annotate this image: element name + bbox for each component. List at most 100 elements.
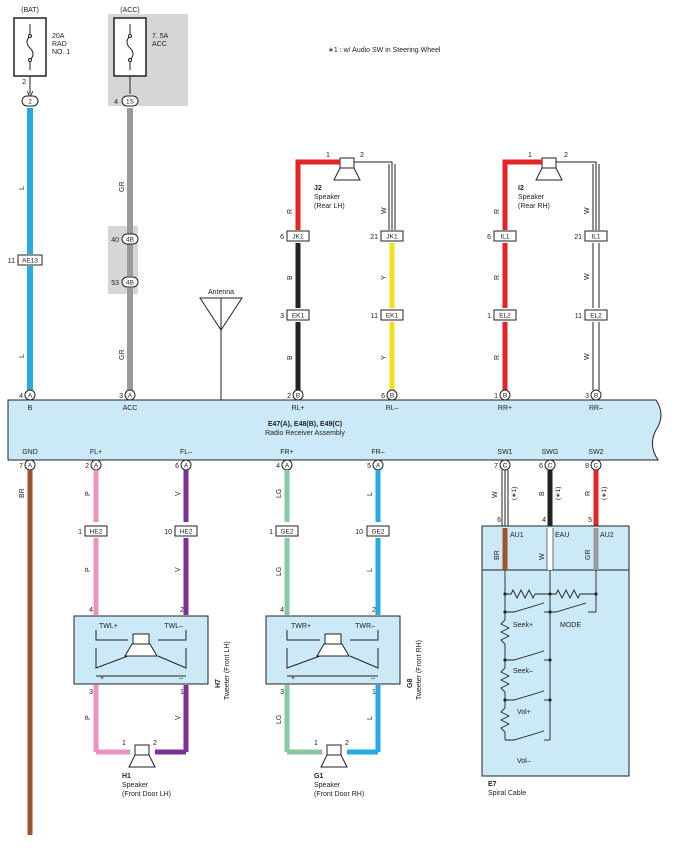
connector-jk1-right: JK1 21 — [370, 230, 404, 242]
pin-conn: C — [503, 463, 508, 470]
svg-text:P: P — [85, 491, 92, 496]
svg-text:LG: LG — [276, 489, 283, 498]
svg-text:Antenna: Antenna — [208, 289, 234, 296]
connector-ek1-left: EK1 3 — [280, 309, 310, 321]
switch-ladder — [499, 570, 597, 741]
svg-text:AU2: AU2 — [600, 532, 614, 539]
svg-text:(Front Door LH): (Front Door LH) — [122, 791, 171, 798]
radio-pin-top: A4B — [19, 389, 36, 412]
svg-text:EL2: EL2 — [499, 313, 511, 320]
fuse-acc-rating: 7. 5A — [152, 33, 169, 40]
svg-text:GR: GR — [119, 350, 126, 361]
svg-text:W: W — [584, 207, 591, 214]
pin-label: RL– — [386, 405, 399, 412]
connector-ge2-left: GE2 1 — [269, 525, 299, 537]
switch-vol-minus: Vol– — [517, 758, 531, 765]
pin-number: 6 — [539, 463, 543, 470]
pin-label: 2 — [22, 79, 26, 86]
pin-label: B — [28, 405, 33, 412]
svg-text:L: L — [367, 716, 374, 720]
connector-he2-right: HE2 10 — [164, 525, 198, 537]
svg-text:1: 1 — [528, 152, 532, 159]
svg-text:GE2: GE2 — [371, 529, 384, 536]
pin-label: RR– — [589, 405, 603, 412]
svg-text:(Rear RH): (Rear RH) — [518, 203, 550, 210]
fuse-bat-name2: NO. 1 — [52, 49, 70, 56]
svg-text:4: 4 — [114, 99, 118, 106]
tweeter-h7-id: H7 — [215, 679, 222, 688]
svg-text:EK1: EK1 — [386, 313, 399, 320]
speaker-h1-icon — [128, 744, 156, 768]
svg-text:Speaker: Speaker — [314, 782, 341, 789]
svg-text:W: W — [584, 273, 591, 280]
svg-text:3: 3 — [89, 689, 93, 696]
svg-text:W: W — [539, 553, 546, 560]
svg-text:3: 3 — [280, 689, 284, 696]
pin-label: FL– — [180, 449, 192, 456]
svg-text:(∗1): (∗1) — [601, 487, 608, 500]
connector-2: 2 — [21, 95, 39, 107]
svg-text:1: 1 — [314, 740, 318, 747]
svg-text:TWL+: TWL+ — [99, 623, 118, 630]
pin-number: 2 — [85, 463, 89, 470]
pin-number: 1 — [494, 393, 498, 400]
pin-label: RR+ — [498, 405, 512, 412]
spiral-id: E7 — [488, 781, 497, 788]
svg-text:(Rear LH): (Rear LH) — [314, 203, 345, 210]
svg-text:53: 53 — [111, 280, 119, 287]
pin-label: GND — [22, 449, 38, 456]
switch-seek-minus: Seek– — [513, 668, 533, 675]
svg-text:Y: Y — [381, 355, 388, 360]
svg-text:–: – — [371, 675, 375, 682]
svg-text:V: V — [175, 715, 182, 720]
connector-jk1-left: JK1 6 — [280, 230, 310, 242]
pin-label: RL+ — [291, 405, 304, 412]
svg-text:–: – — [179, 675, 183, 682]
pin-conn: A — [184, 463, 189, 470]
spiral-cable-e7: 6 4 5 AU1 EAU AU2 BR W GR — [481, 517, 630, 797]
svg-text:(∗1): (∗1) — [555, 487, 562, 500]
svg-text:21: 21 — [574, 234, 582, 241]
spiral-name: Spiral Cable — [488, 790, 526, 797]
radio-subtitle: Radio Receiver Assembly — [265, 430, 345, 437]
svg-text:4B: 4B — [126, 237, 134, 244]
pin-conn: A — [28, 463, 33, 470]
svg-text:2: 2 — [153, 740, 157, 747]
pin-label: ACC — [123, 405, 138, 412]
svg-text:10: 10 — [355, 529, 363, 536]
svg-text:TWL–: TWL– — [164, 623, 183, 630]
svg-text:W: W — [381, 207, 388, 214]
pin-conn: B — [594, 393, 598, 400]
switch-vol-plus: Vol+ — [517, 709, 531, 716]
pin-number: 3 — [119, 393, 123, 400]
svg-text:EK1: EK1 — [292, 313, 305, 320]
svg-text:1: 1 — [269, 529, 273, 536]
fuse-acc-name1: ACC — [152, 41, 167, 48]
svg-text:4: 4 — [542, 517, 546, 524]
pin-number: 6 — [381, 393, 385, 400]
svg-text:HE2: HE2 — [180, 529, 193, 536]
connector-1s: 1S — [121, 95, 139, 107]
speaker-j2-icon — [333, 157, 361, 181]
svg-text:JK1: JK1 — [292, 234, 304, 241]
svg-text:2: 2 — [28, 99, 32, 106]
svg-text:HE2: HE2 — [90, 529, 103, 536]
speaker-g1-id: G1 — [314, 773, 323, 780]
svg-text:EL2: EL2 — [590, 313, 602, 320]
connector-il1-left: IL1 6 — [487, 230, 517, 242]
svg-text:(∗1): (∗1) — [511, 487, 518, 500]
svg-text:1S: 1S — [126, 99, 135, 106]
switch-seek-plus: Seek+ — [513, 622, 533, 629]
svg-text:GE2: GE2 — [280, 529, 293, 536]
fuse-bat-name1: RAD — [52, 41, 67, 48]
svg-text:JK1: JK1 — [386, 234, 398, 241]
svg-text:10: 10 — [164, 529, 172, 536]
connector-ae13: AE13 11 — [8, 254, 43, 266]
tweeter-g8: 4 2 TWR+ TWR– + – 3 1 G8 Tweeter (Front … — [265, 607, 423, 700]
